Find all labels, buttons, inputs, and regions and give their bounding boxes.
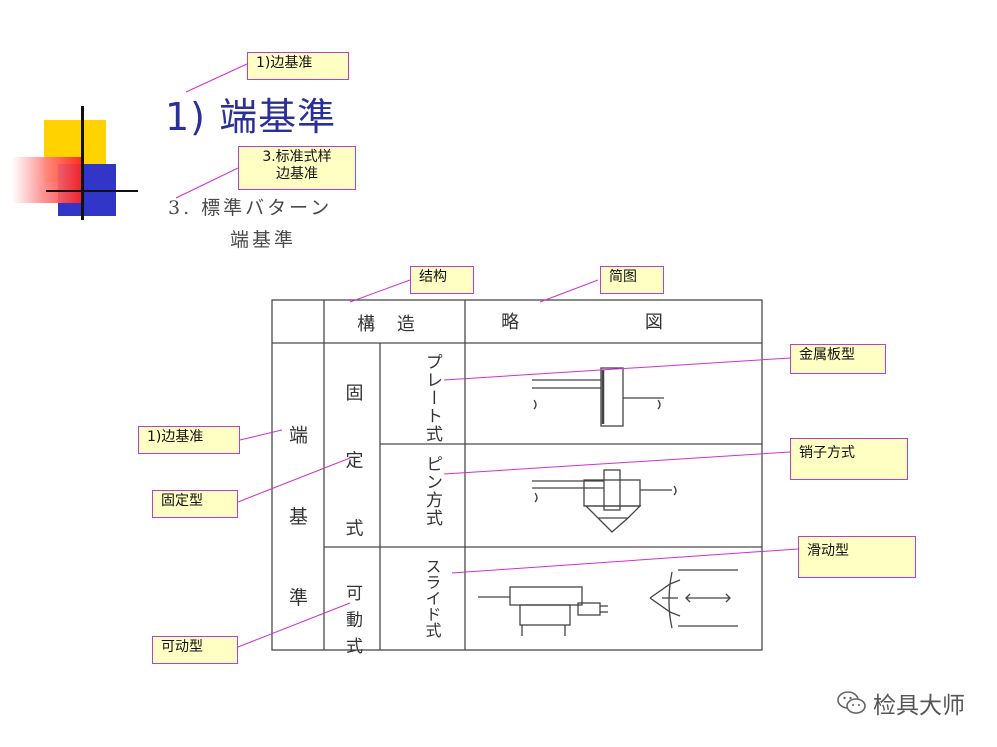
callout-movable-type: 可动型 [152,636,238,664]
slide-label: スライド式 [423,558,442,638]
slide-sketch [478,569,738,636]
table-border [271,299,763,651]
scan-heading-line1: 3. 標準バターン [168,197,333,219]
plate-label: プレート式 [422,353,443,443]
slide-title: 1) 端基準 [165,95,337,139]
watermark: 检具大师 [837,686,965,720]
header-diagram: 略 図 [501,312,723,333]
pin-label: ピン方式 [422,455,443,527]
movable-label: 可 動 式 [342,584,363,656]
watermark-text: 检具大师 [873,693,965,719]
fixed-label: 固 定 式 [343,383,364,558]
callout-sketch: 简图 [600,266,664,294]
plate-sketch [532,367,664,427]
pin-sketch [532,469,677,533]
wechat-icon [837,691,866,714]
callout-pin-type: 销子方式 [790,438,908,480]
callout-standard-pattern-line1: 3.标准式样 [262,149,332,165]
callout-leaders [175,63,799,648]
header-structure: 構 造 [357,314,423,335]
callout-slide-type: 滑动型 [798,536,916,578]
callout-fixed-type: 固定型 [152,490,238,518]
callout-standard-pattern: 3.标准式样 边基准 [238,146,356,190]
callout-structure: 结构 [410,266,474,294]
callout-edge-reference-left: 1)边基准 [138,426,240,454]
callout-edge-reference-top: 1)边基准 [247,52,349,80]
decor-horizontal-line [46,190,138,192]
scan-heading-line2: 端基準 [230,229,297,251]
callout-metal-plate-type: 金属板型 [790,344,886,374]
decor-vertical-line [81,106,84,220]
decor-red-gradient [12,157,82,203]
callout-standard-pattern-line2: 边基准 [276,166,318,182]
row-group-label: 端 基 準 [286,425,308,634]
